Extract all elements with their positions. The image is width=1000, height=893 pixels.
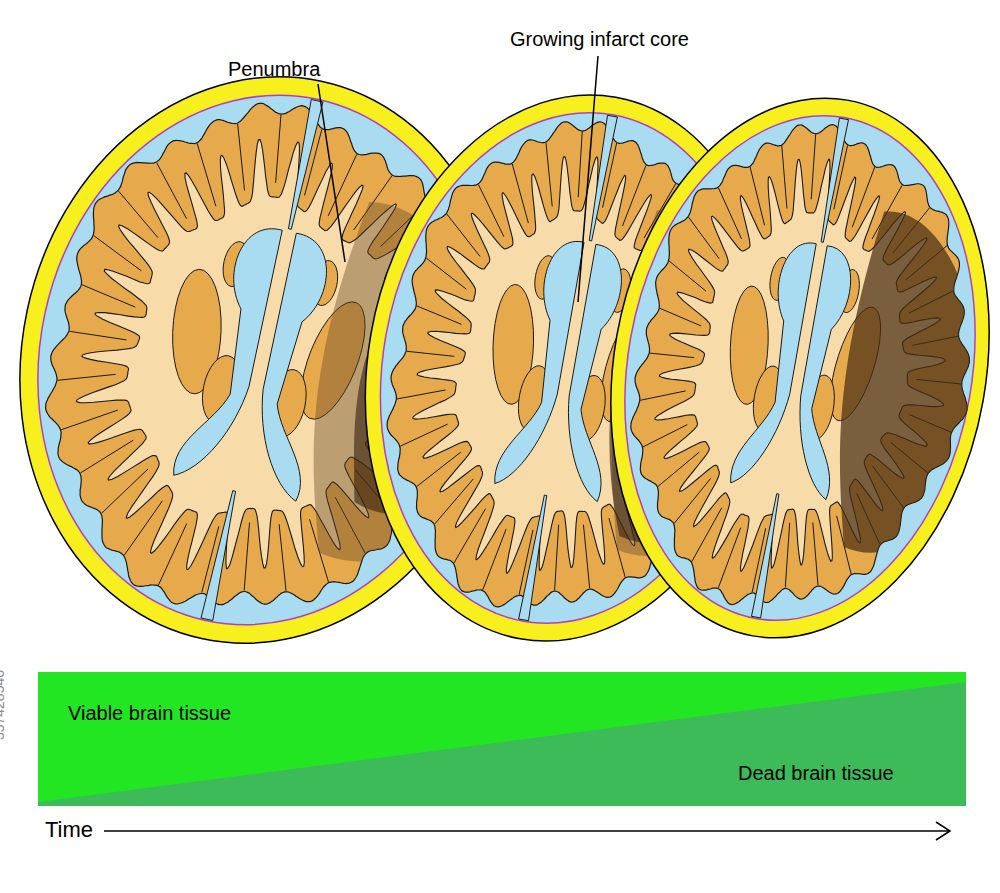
sulcus	[643, 418, 687, 454]
ventricle	[494, 234, 585, 491]
leader-line	[318, 84, 345, 262]
sulcus	[147, 163, 197, 219]
band-shape	[38, 672, 966, 806]
sulcus	[61, 399, 118, 440]
sulcus	[89, 236, 147, 271]
band-label: Dead brain tissue	[738, 762, 894, 785]
sulcus	[779, 523, 797, 588]
sulcus	[69, 328, 126, 343]
sulcus	[80, 285, 138, 307]
brain-slices	[0, 31, 1000, 688]
brain-slice	[570, 68, 1000, 668]
sulcus	[658, 446, 699, 492]
sulcus	[158, 520, 186, 588]
sulcus	[235, 523, 258, 591]
sulcus	[470, 185, 512, 237]
sulcus	[692, 504, 722, 565]
ventricle	[172, 218, 282, 486]
sulcus	[710, 188, 749, 239]
sulcus	[102, 461, 148, 520]
sulcus	[400, 417, 447, 454]
viable-area	[38, 672, 966, 806]
tissue-band: Viable brain tissueDead brain tissue	[38, 672, 966, 806]
fissure	[201, 490, 240, 621]
sulcus	[665, 261, 710, 291]
leader-line	[578, 56, 598, 302]
cortex	[599, 98, 1000, 638]
sulcus	[328, 151, 357, 219]
sulcus	[741, 167, 775, 225]
fissure	[519, 494, 551, 620]
sulcus	[547, 525, 566, 590]
fissure	[586, 115, 618, 241]
sulcus	[406, 348, 454, 360]
sulcus	[503, 164, 538, 223]
dead-area	[38, 682, 966, 806]
sulcus	[454, 505, 485, 567]
arrow-head	[936, 822, 950, 840]
sulcus	[650, 350, 695, 361]
sulcus	[483, 527, 506, 592]
callout-label: Growing infarct core	[510, 28, 689, 51]
sulcus	[185, 143, 228, 206]
sulcus	[852, 165, 874, 229]
sulcus	[573, 525, 601, 589]
sulcus	[674, 474, 710, 529]
sulcus	[80, 431, 133, 482]
sulcus	[802, 522, 828, 585]
sulcus	[224, 124, 257, 191]
band-label: Viable brain tissue	[68, 702, 231, 725]
sulcus	[417, 446, 461, 493]
sulcus	[124, 495, 162, 560]
sulcus	[535, 143, 563, 207]
sulcus	[415, 306, 463, 325]
infarct-core	[815, 208, 1000, 567]
sulcus	[804, 135, 822, 200]
time-arrow	[104, 830, 949, 832]
sulcus	[422, 258, 470, 289]
sulcus	[682, 217, 725, 259]
sulcus	[622, 163, 645, 228]
infarct-region	[815, 208, 1000, 567]
sulcus	[57, 363, 115, 392]
fissure	[751, 493, 782, 618]
watermark: 357428546	[0, 670, 7, 740]
scalp	[570, 68, 1000, 668]
sulcus	[718, 526, 740, 590]
sulcus	[440, 214, 486, 256]
fissure	[284, 99, 323, 230]
sulcus	[397, 382, 446, 407]
callout-label: Penumbra	[228, 58, 320, 81]
csf-space	[586, 88, 1000, 649]
sulcus	[435, 474, 474, 530]
sulcus	[640, 383, 685, 407]
axis-label: Time	[45, 817, 93, 842]
sulcus	[266, 524, 299, 591]
sulcus	[771, 146, 797, 209]
sulcus	[658, 308, 703, 326]
sulcus	[267, 115, 290, 183]
sulcus	[111, 191, 166, 238]
fissure	[818, 118, 849, 243]
